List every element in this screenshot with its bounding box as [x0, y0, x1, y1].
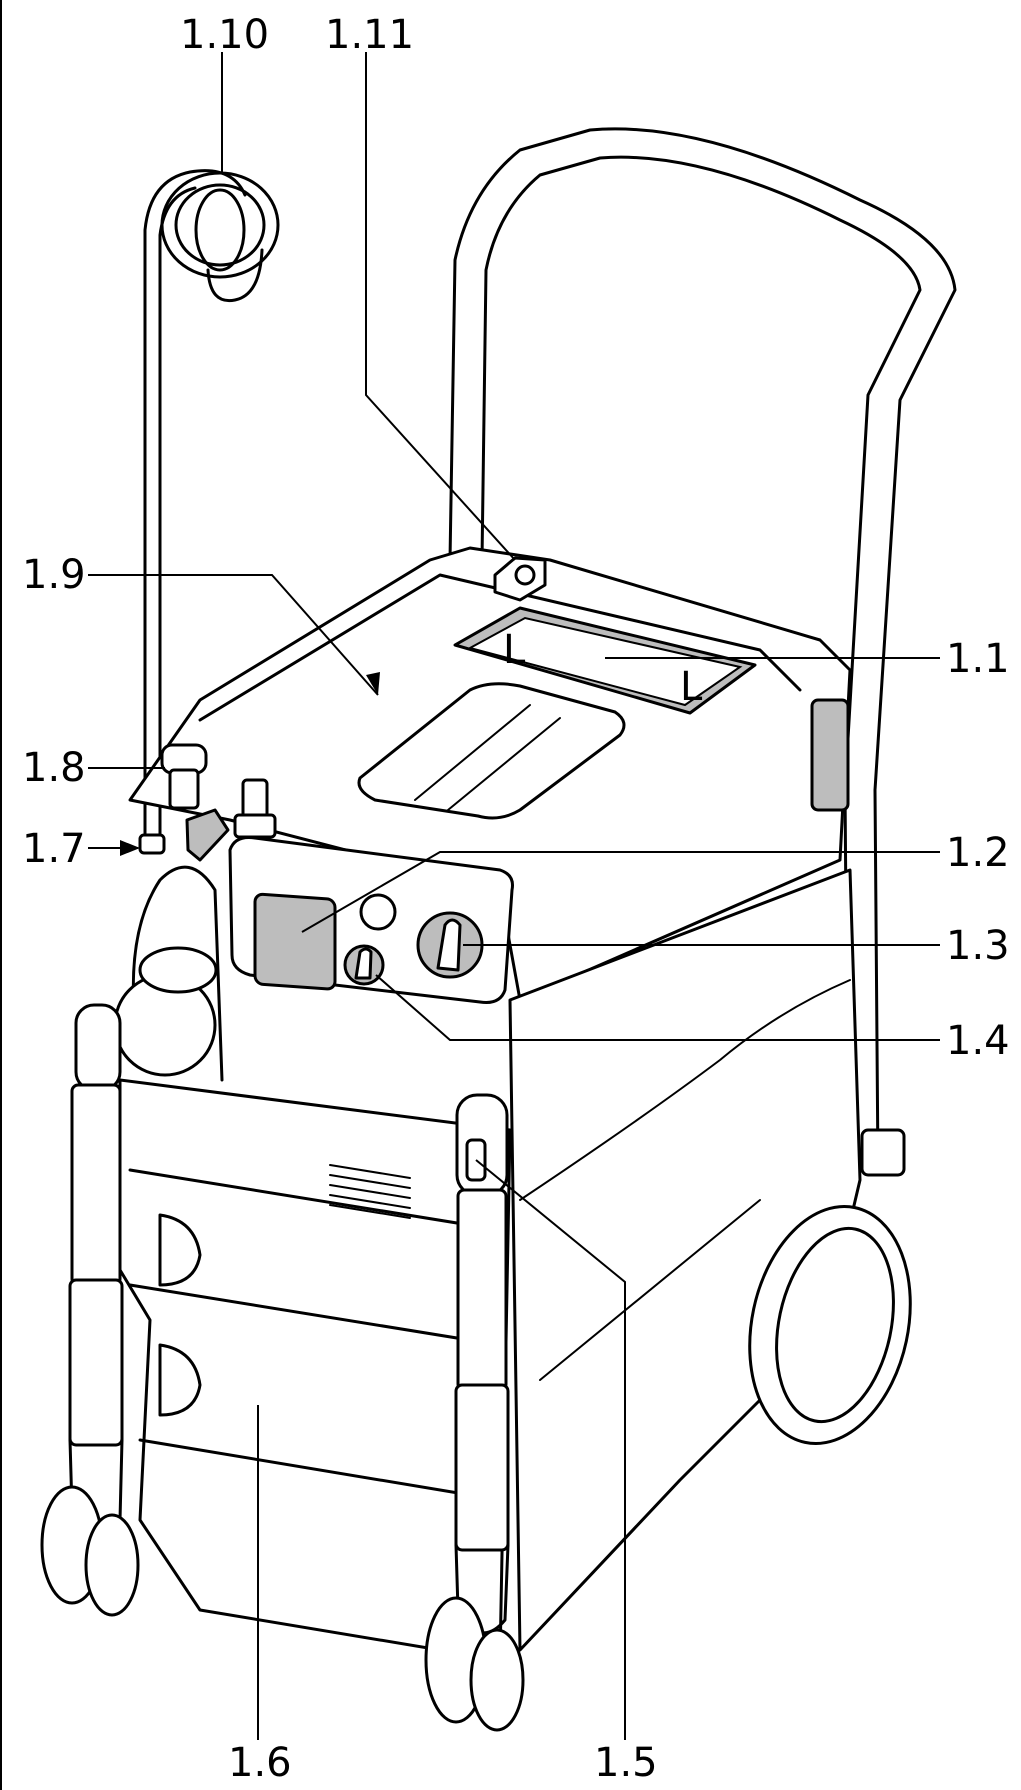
- indicator-lamp: [359, 893, 397, 931]
- callout-1-9: 1.9: [22, 552, 86, 598]
- hose-clip: [138, 833, 166, 855]
- callout-1-7: 1.7: [22, 826, 86, 872]
- side-hose-clip: [810, 698, 850, 812]
- callout-1-1: 1.1: [946, 636, 1010, 682]
- arrow-1-7: [120, 840, 140, 856]
- push-handle: [448, 127, 957, 1177]
- suction-inlet: [113, 865, 224, 1082]
- dust-class-label: L L: [453, 606, 757, 715]
- leader-1-9: [88, 574, 379, 696]
- callout-1-3: 1.3: [946, 923, 1010, 969]
- callout-1-10: 1.10: [180, 12, 269, 58]
- callout-1-6: 1.6: [228, 1740, 292, 1786]
- front-right-caster-assembly: [424, 1093, 525, 1732]
- mode-selector-switch: [343, 944, 385, 986]
- dust-class-mark-right: L: [680, 664, 703, 710]
- rear-wheel: [748, 1205, 912, 1445]
- front-left-caster-assembly: [40, 1003, 140, 1617]
- leader-1-4: [375, 974, 940, 1041]
- leader-1-2: [301, 851, 940, 933]
- callout-1-11: 1.11: [325, 12, 414, 58]
- callout-1-8: 1.8: [22, 745, 86, 791]
- leader-1-11: [365, 52, 516, 561]
- cable-holder: [143, 169, 280, 852]
- left-border-line: [0, 0, 2, 1790]
- arrow-1-9: [366, 672, 380, 695]
- compressed-air-coupling: [160, 743, 277, 862]
- callout-1-4: 1.4: [946, 1018, 1010, 1064]
- filter-indicator-window: [253, 892, 337, 991]
- callout-1-2: 1.2: [946, 830, 1010, 876]
- callout-labels: 1.10 1.11 1.9 1.8 1.7 1.1 1.2 1.3 1.4 1.…: [22, 12, 1010, 1786]
- lid-latch: [493, 556, 547, 602]
- suction-power-knob: [416, 911, 484, 979]
- leader-1-5: [475, 1159, 626, 1740]
- leader-lines: [88, 52, 940, 1740]
- vent-slots: [329, 1164, 411, 1219]
- dust-class-mark-left: L: [503, 627, 526, 673]
- callout-1-5: 1.5: [594, 1740, 658, 1786]
